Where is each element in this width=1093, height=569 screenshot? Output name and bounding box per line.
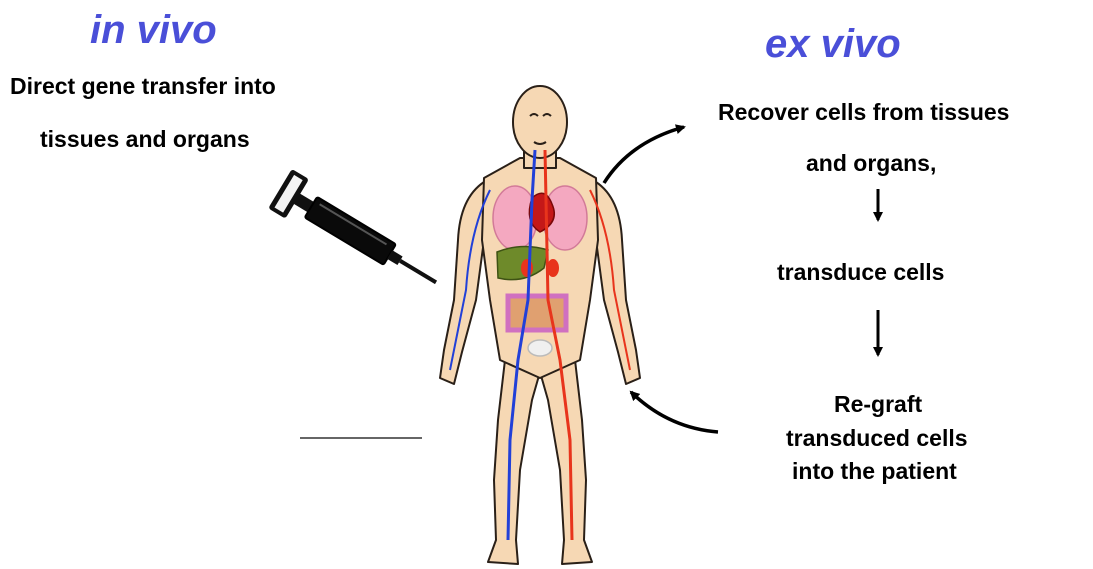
arrow-back-to-patient xyxy=(631,392,718,432)
arrow-to-ex-vivo xyxy=(604,127,684,183)
intestine xyxy=(508,296,566,330)
bladder xyxy=(528,340,552,356)
syringe-icon xyxy=(268,169,448,302)
kidney-left xyxy=(521,259,533,277)
